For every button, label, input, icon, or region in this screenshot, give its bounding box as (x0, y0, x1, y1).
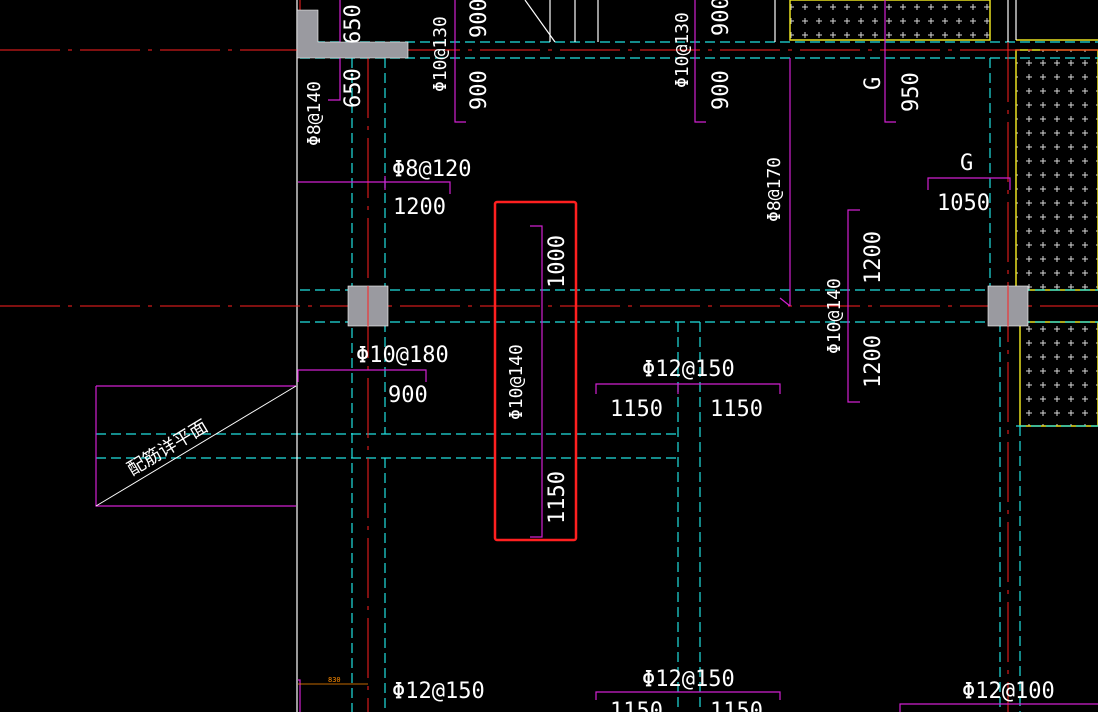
wall-lines (296, 0, 1017, 712)
rebar-lines (95, 0, 1098, 712)
highlight-dim-1150-label[interactable]: 1150 (545, 471, 570, 524)
spec-180-label: Φ10@180 (356, 343, 449, 368)
dim-1150-br-label: 1150 (710, 699, 763, 712)
highlight-box[interactable] (493, 200, 578, 542)
g-label-1: G (861, 77, 886, 90)
dim-1150-bl-label: 1150 (610, 699, 663, 712)
spec-150-mid-label: Φ12@150 (642, 357, 735, 382)
dim-1200-c-label: 1200 (861, 335, 886, 388)
dim-900-label: 900 (388, 383, 428, 408)
dim-1200-label: 1200 (393, 195, 446, 220)
dim-900-a-label: 900 (467, 0, 492, 38)
hatch-right-column (1015, 49, 1098, 291)
g-label-2: G (960, 151, 973, 176)
hatch-top-right (789, 0, 991, 41)
dim-900-b-label: 900 (467, 70, 492, 110)
hatch-regions (789, 0, 1098, 427)
corner-column (296, 9, 409, 59)
dim-650-a-label: 650 (341, 4, 366, 44)
dim-900-c-label: 900 (709, 0, 734, 36)
hatch-right-lower (1019, 321, 1098, 427)
dim-900-d-label: 900 (709, 70, 734, 110)
section-note-label: 配筋详平面 (124, 416, 212, 480)
dim-1050-label: 1050 (937, 191, 990, 216)
tiny-dim: 830 (298, 676, 368, 685)
dim-1150-right-label: 1150 (710, 397, 763, 422)
column-axis-marks (367, 286, 1009, 326)
tiny-dim-label: 830 (328, 676, 341, 684)
spec-130-a-label: Φ10@130 (430, 16, 451, 92)
spec-120-label: Φ8@120 (392, 157, 471, 182)
horizontal-labels: Φ8@120 1200 G 1050 Φ10@180 900 Φ12@150 1… (356, 151, 1055, 712)
spec-170-label: Φ8@170 (764, 157, 785, 222)
highlight-spec-label[interactable]: Φ10@140 (506, 344, 527, 420)
spec-130-b-label: Φ10@130 (672, 12, 693, 88)
spec-100-br-label: Φ12@100 (962, 679, 1055, 704)
spec-140-left-label: Φ8@140 (304, 81, 325, 146)
spec-150-bm-label: Φ12@150 (642, 667, 735, 692)
dim-650-b-label: 650 (341, 68, 366, 108)
spec-150-bl-label: Φ12@150 (392, 679, 485, 704)
dim-1200-b-label: 1200 (861, 231, 886, 284)
dim-1150-left-label: 1150 (610, 397, 663, 422)
vertical-labels: 650 650 Φ10@130 900 900 Φ10@130 900 900 … (304, 0, 924, 524)
highlight-dim-1000-label[interactable]: 1000 (545, 235, 570, 288)
dim-950-label: 950 (899, 72, 924, 112)
spec-140-right-label: Φ10@140 (824, 278, 845, 354)
beam-edges (96, 41, 1098, 712)
section-diagonal (95, 385, 297, 507)
